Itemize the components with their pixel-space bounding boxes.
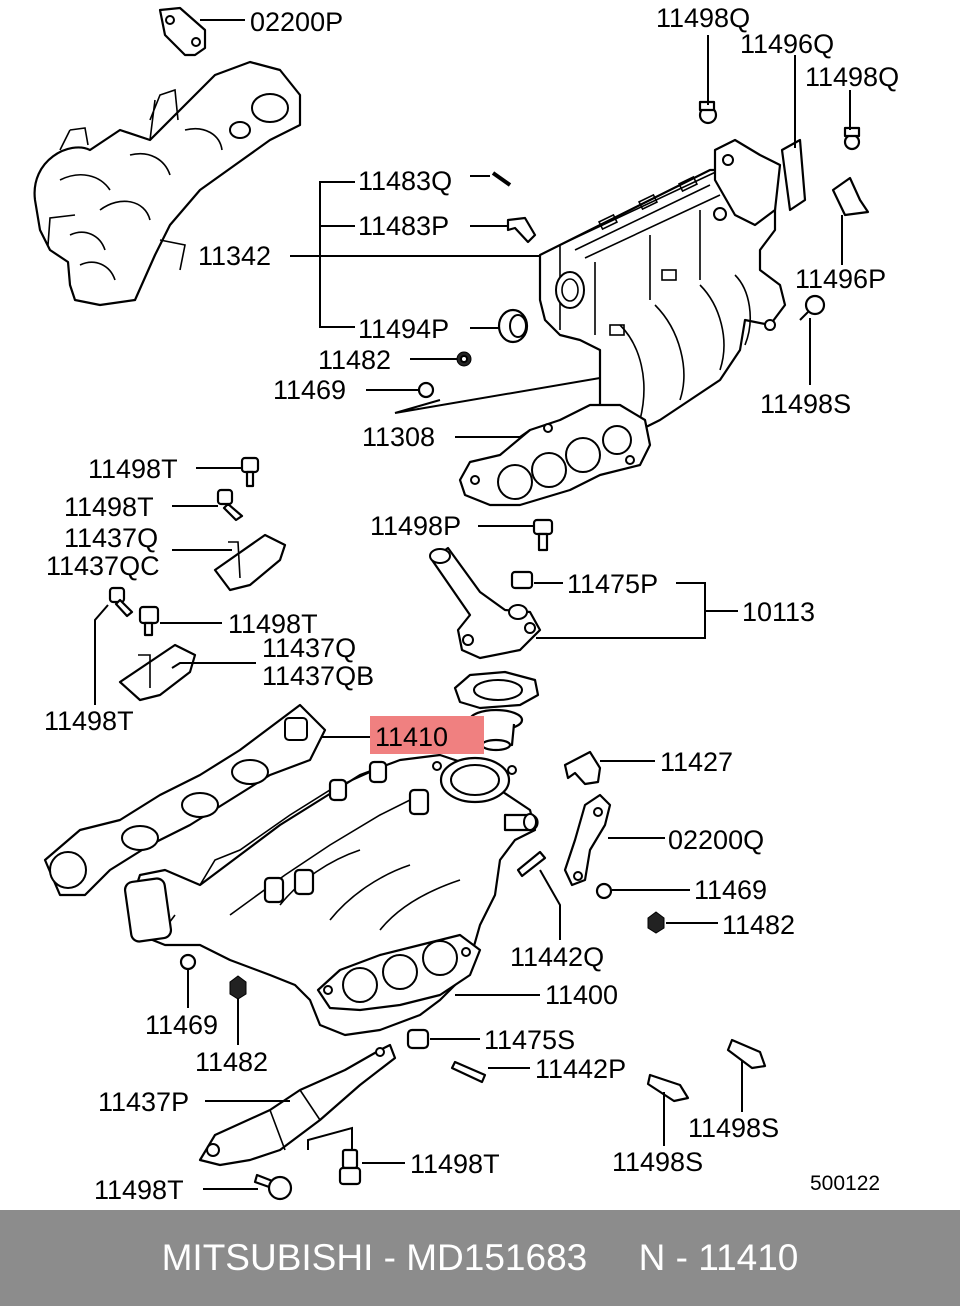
surge-tank-drawing (538, 138, 787, 432)
label-11498S-a: 11498S (760, 389, 851, 419)
label-11482-b: 11482 (722, 910, 795, 940)
label-11498T-e: 11498T (410, 1149, 500, 1179)
label-02200Q: 02200Q (668, 825, 764, 855)
label-11498Q-b: 11498Q (805, 62, 899, 92)
label-02200P: 02200P (250, 7, 343, 37)
thermostat-gasket-drawing (453, 670, 540, 710)
label-11498T-c: 11498T (228, 609, 318, 639)
label-11437QB: 11437QB (262, 661, 374, 691)
label-11437P: 11437P (98, 1087, 189, 1117)
intake-manifold-drawing (123, 753, 539, 1037)
label-11342: 11342 (198, 241, 271, 271)
label-11498P: 11498P (370, 511, 461, 541)
label-11437QC: 11437QC (46, 551, 160, 581)
label-11469-b: 11469 (694, 875, 767, 905)
label-11498T-f: 11498T (94, 1175, 184, 1205)
label-11475P: 11475P (567, 569, 658, 599)
label-11442Q: 11442Q (510, 942, 604, 972)
label-11427: 11427 (660, 747, 733, 777)
part-labels: 02200P 11498Q 11496Q 11498Q 11483Q 11483… (44, 3, 899, 1205)
label-11482-a: 11482 (318, 345, 391, 375)
label-11442P: 11442P (535, 1054, 626, 1084)
water-outlet-drawing (429, 546, 542, 660)
footer-caption: MITSUBISHI - MD151683 N - 11410 (0, 1210, 960, 1306)
label-11496Q: 11496Q (740, 29, 834, 59)
label-11498S-c: 11498S (612, 1147, 703, 1177)
label-11498T-b: 11498T (64, 492, 154, 522)
bracket-02200P-drawing (158, 6, 245, 57)
label-11437Q-a: 11437Q (64, 523, 158, 553)
label-11494P: 11494P (358, 314, 449, 344)
label-11437Q-b: 11437Q (262, 633, 356, 663)
exhaust-manifold-drawing (33, 60, 302, 307)
gasket-11308-drawing (458, 403, 652, 507)
label-10113: 10113 (742, 597, 815, 627)
label-11496P: 11496P (795, 264, 886, 294)
label-11400: 11400 (545, 980, 618, 1010)
label-11308: 11308 (362, 422, 435, 452)
label-11483P: 11483P (358, 211, 449, 241)
label-11498S-b: 11498S (688, 1113, 779, 1143)
label-11498T-d: 11498T (44, 706, 134, 736)
manifold-gasket-drawing (43, 703, 327, 897)
diagram-code: 500122 (810, 1172, 880, 1195)
label-11410: 11410 (375, 722, 448, 752)
label-11469-c: 11469 (145, 1010, 218, 1040)
label-11482-c: 11482 (195, 1047, 268, 1077)
label-11475S: 11475S (484, 1025, 575, 1055)
highlight-box (370, 716, 484, 754)
label-11498T-a: 11498T (88, 454, 178, 484)
label-11469-a: 11469 (273, 375, 346, 405)
label-11498Q-a: 11498Q (656, 3, 750, 33)
small-parts-drawing (108, 100, 870, 1201)
label-11483Q: 11483Q (358, 166, 452, 196)
leader-lines (94, 35, 851, 1190)
parts-diagram: 02200P 11498Q 11496Q 11498Q 11483Q 11483… (33, 3, 899, 1205)
